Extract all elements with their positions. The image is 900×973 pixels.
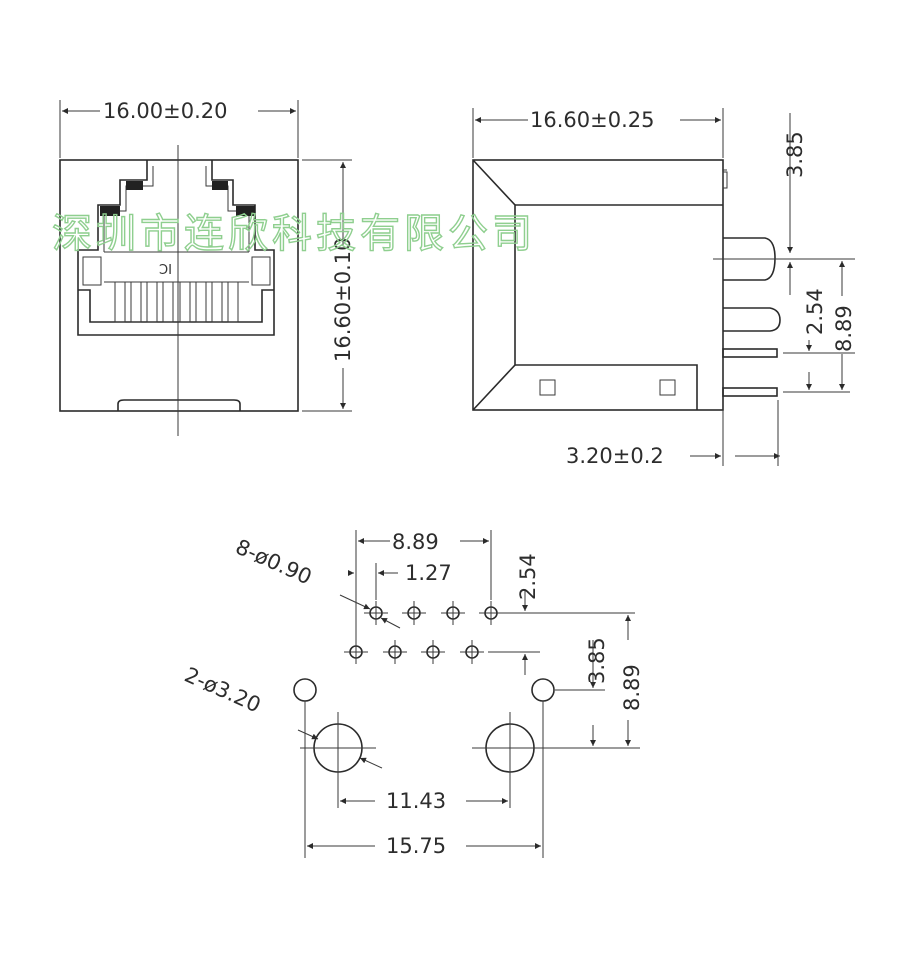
side-depth-dim: 16.60±0.25	[530, 108, 654, 132]
side-pin-length-dim: 3.20±0.2	[566, 444, 664, 468]
peg-spacing-dim: 11.43	[386, 789, 446, 813]
side-dim-8-89: 8.89	[832, 305, 856, 352]
ic-mark: IC	[159, 260, 172, 275]
company-watermark: 深圳市连欣科技有限公司	[52, 211, 536, 257]
peg-holes	[300, 712, 548, 808]
footprint-dim-3-85: 3.85	[585, 637, 609, 684]
pin-span-dim: 8.89	[392, 530, 439, 554]
mount-hole-left	[293, 678, 317, 702]
front-width-dim: 16.00±0.20	[103, 99, 227, 123]
contact-fingers	[114, 281, 239, 323]
peg-holes-label: 2-ø3.20	[181, 663, 264, 718]
row-spacing-dim: 2.54	[516, 553, 540, 600]
front-height-dim: 16.60±0.10	[331, 238, 355, 362]
pin-pitch-dim: 1.27	[405, 561, 452, 585]
overall-width-dim: 15.75	[386, 834, 446, 858]
side-dim-2-54: 2.54	[803, 288, 827, 335]
mount-hole-right	[531, 678, 555, 702]
footprint-dim-8-89: 8.89	[620, 664, 644, 711]
side-dim-3-85: 3.85	[783, 131, 807, 178]
pin-holes-label: 8-ø0.90	[232, 535, 315, 590]
pin-holes	[344, 601, 503, 664]
side-view: 16.60±0.25 3.85 2.54 8.89 3.20±0.2	[472, 108, 856, 468]
footprint-view: 8.89 1.27 2.54 8-ø0.90 3.85 8.89 2-ø3.20…	[181, 530, 644, 858]
front-view: IC 16.00±0.20 16.60±0.10	[59, 99, 355, 436]
